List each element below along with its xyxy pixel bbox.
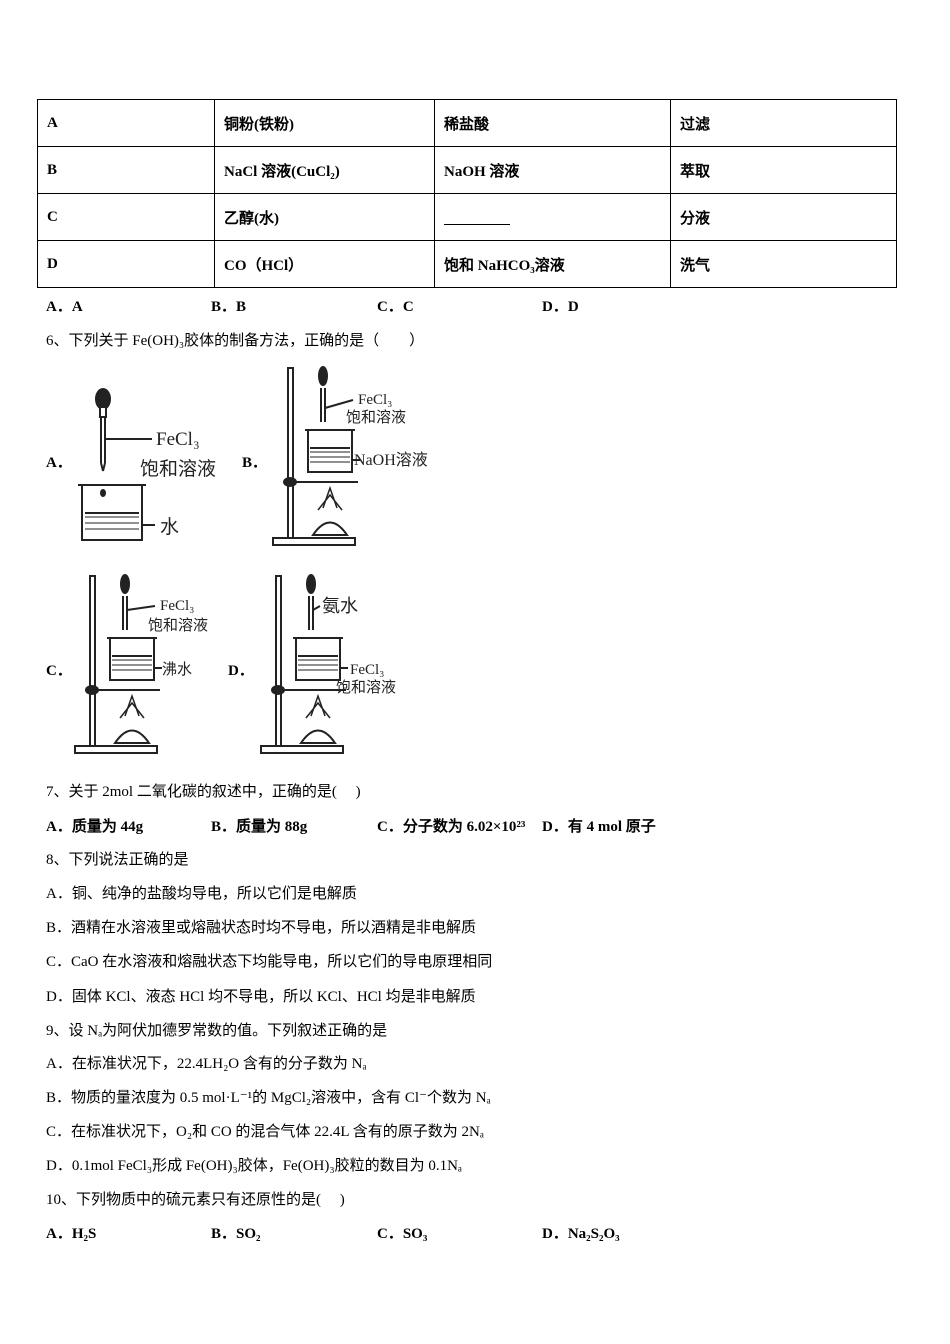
- q10-choice-d[interactable]: D．Na₂S₂O₃: [542, 1226, 620, 1242]
- table-row: B NaCl 溶液(CuCl₂) NaOH 溶液 萃取: [37, 146, 897, 194]
- separation-table: A 铜粉(铁粉) 稀盐酸 过滤 B NaCl 溶液(CuCl₂) NaOH 溶液…: [37, 99, 897, 288]
- q5-choice-d[interactable]: D．D: [542, 299, 579, 315]
- q7-choice-b[interactable]: B．质量为 88g: [211, 819, 308, 835]
- mixture-cell: NaCl 溶液(CuCl₂): [214, 146, 435, 194]
- method-cell: 分液: [670, 193, 897, 241]
- beaker-label-c: 沸水: [162, 661, 192, 678]
- q6-label-a[interactable]: A．: [46, 455, 72, 471]
- option-cell: D: [37, 240, 215, 288]
- apparatus-d-figure: 氨水 FeCl₃ 饱和溶液: [260, 574, 396, 754]
- q10-stem: 10、下列物质中的硫元素只有还原性的是( ): [46, 1192, 345, 1208]
- beaker-label2-d: 饱和溶液: [336, 679, 396, 696]
- q9-stem: 9、设 Nₐ为阿伏加德罗常数的值。下列叙述正确的是: [46, 1023, 388, 1039]
- q5-choice-c[interactable]: C．C: [377, 299, 414, 315]
- q7-choice-d[interactable]: D．有 4 mol 原子: [542, 819, 656, 835]
- q10-choice-c[interactable]: C．SO₃: [377, 1226, 428, 1242]
- apparatus-b-figure: FeCl₃ 饱和溶液 NaOH溶液: [272, 366, 428, 546]
- q6-stem: 6、下列关于 Fe(OH)₃胶体的制备方法，正确的是（ ）: [46, 333, 425, 349]
- dropper-label-d: 氨水: [322, 596, 358, 616]
- mixture-cell: 乙醇(水): [214, 193, 435, 241]
- q6-label-c[interactable]: C．: [46, 663, 72, 679]
- q7-stem: 7、关于 2mol 二氧化碳的叙述中，正确的是( ): [46, 784, 361, 800]
- mixture-cell: 铜粉(铁粉): [214, 99, 435, 147]
- method-cell: 过滤: [670, 99, 897, 147]
- table-row: A 铜粉(铁粉) 稀盐酸 过滤: [37, 99, 897, 147]
- q7-choice-a[interactable]: A．质量为 44g: [46, 819, 144, 835]
- q5-choice-a[interactable]: A．A: [46, 299, 83, 315]
- dropper-label2-a: 饱和溶液: [140, 458, 216, 480]
- q8-choice-a[interactable]: A．铜、纯净的盐酸均导电，所以它们是电解质: [46, 886, 357, 902]
- dropper-label-b: FeCl₃: [358, 392, 392, 408]
- q9-choice-a[interactable]: A．在标准状况下，22.4LH₂O 含有的分子数为 Nₐ: [46, 1056, 367, 1072]
- table-row: D CO（HCl） 饱和 NaHCO₃溶液 洗气: [37, 240, 897, 288]
- apparatus-a-figure: FeCl₃ 饱和溶液 水: [78, 388, 216, 541]
- option-cell: B: [37, 146, 215, 194]
- option-cell: C: [37, 193, 215, 241]
- dropper-label2-b: 饱和溶液: [346, 409, 406, 426]
- option-cell: A: [37, 99, 215, 147]
- beaker-label-b: NaOH溶液: [354, 451, 428, 469]
- dropper-label-a: FeCl₃: [156, 429, 200, 450]
- q7-choice-c[interactable]: C．分子数为 6.02×10²³: [377, 819, 526, 835]
- reagent-cell: NaOH 溶液: [434, 146, 671, 194]
- q6-label-d[interactable]: D．: [228, 663, 254, 679]
- apparatus-c-figure: FeCl₃ 饱和溶液 沸水: [74, 574, 208, 754]
- q6-label-b[interactable]: B．: [242, 455, 268, 471]
- q9-choice-b[interactable]: B．物质的量浓度为 0.5 mol·L⁻¹的 MgCl₂溶液中，含有 Cl⁻个数…: [46, 1090, 491, 1106]
- q10-choice-a[interactable]: A．H₂S: [46, 1226, 97, 1242]
- q9-choice-c[interactable]: C．在标准状况下，O₂和 CO 的混合气体 22.4L 含有的原子数为 2Nₐ: [46, 1124, 484, 1140]
- dropper-label2-c: 饱和溶液: [148, 617, 208, 634]
- reagent-cell: [434, 193, 671, 241]
- reagent-cell: 稀盐酸: [434, 99, 671, 147]
- q8-stem: 8、下列说法正确的是: [46, 852, 189, 868]
- q5-choice-b[interactable]: B．B: [211, 299, 247, 315]
- table-row: C 乙醇(水) 分液: [37, 193, 897, 241]
- q9-choice-d[interactable]: D．0.1mol FeCl₃形成 Fe(OH)₃胶体，Fe(OH)₃胶粒的数目为…: [46, 1158, 463, 1174]
- mixture-cell: CO（HCl）: [214, 240, 435, 288]
- q8-choice-b[interactable]: B．酒精在水溶液里或熔融状态时均不导电，所以酒精是非电解质: [46, 920, 477, 936]
- reagent-cell: 饱和 NaHCO₃溶液: [434, 240, 671, 288]
- beaker-label-d: FeCl₃: [350, 662, 384, 678]
- dropper-label-c: FeCl₃: [160, 598, 194, 614]
- q8-choice-d[interactable]: D．固体 KCl、液态 HCl 均不导电，所以 KCl、HCl 均是非电解质: [46, 989, 476, 1005]
- beaker-label-a: 水: [160, 516, 179, 538]
- method-cell: 萃取: [670, 146, 897, 194]
- answer-blank: [444, 210, 510, 225]
- q10-choice-b[interactable]: B．SO₂: [211, 1226, 261, 1242]
- q8-choice-c[interactable]: C．CaO 在水溶液和熔融状态下均能导电，所以它们的导电原理相同: [46, 954, 493, 970]
- method-cell: 洗气: [670, 240, 897, 288]
